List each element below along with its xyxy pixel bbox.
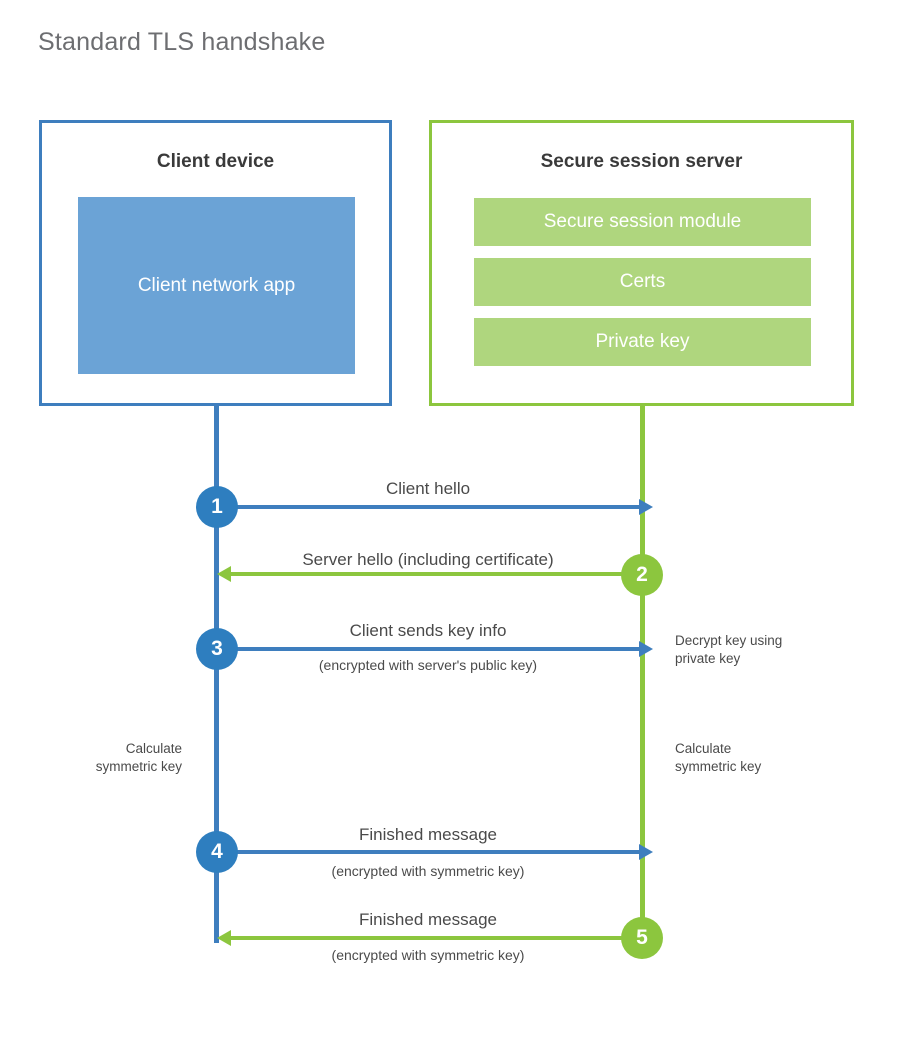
step-1-label: Client hello bbox=[385, 479, 471, 498]
step-1-arrow bbox=[216, 499, 653, 515]
step-4-sublabel: (encrypted with symmetric key) bbox=[331, 863, 525, 879]
server-component-private-key: Private key bbox=[474, 318, 811, 366]
secure-session-server-box: Secure session server Secure session mod… bbox=[429, 120, 854, 406]
server-lifeline bbox=[640, 406, 645, 943]
step-5-sublabel: (encrypted with symmetric key) bbox=[331, 947, 525, 963]
server-component-stack: Secure session module Certs Private key bbox=[474, 198, 811, 378]
client-network-app-block: Client network app bbox=[78, 197, 355, 374]
arrow-head-right-icon bbox=[639, 499, 653, 515]
arrow-head-right-icon bbox=[639, 844, 653, 860]
client-device-box: Client device Client network app bbox=[39, 120, 392, 406]
arrow-head-left-icon bbox=[217, 930, 231, 946]
annotation-decrypt-key: Decrypt key using private key bbox=[675, 633, 783, 667]
step-2-arrow bbox=[217, 566, 642, 582]
step-4-arrow bbox=[216, 844, 653, 860]
arrow-head-left-icon bbox=[217, 566, 231, 582]
step-1-marker: 1 bbox=[196, 486, 238, 528]
page-title: Standard TLS handshake bbox=[38, 28, 326, 56]
step-2-marker: 2 bbox=[621, 554, 663, 596]
step-3-sublabel: (encrypted with server's public key) bbox=[318, 657, 538, 673]
client-device-title: Client device bbox=[156, 151, 275, 172]
annotation-client-calculate-symmetric-key: Calculate symmetric key bbox=[95, 741, 182, 775]
step-4-label: Finished message bbox=[359, 825, 497, 844]
step-5-arrow bbox=[217, 930, 642, 946]
step-4-marker: 4 bbox=[196, 831, 238, 873]
server-component-certs: Certs bbox=[474, 258, 811, 306]
step-5-marker: 5 bbox=[621, 917, 663, 959]
step-3-marker: 3 bbox=[196, 628, 238, 670]
step-5-label: Finished message bbox=[359, 910, 497, 929]
step-2-label: Server hello (including certificate) bbox=[302, 550, 554, 569]
server-component-secure-session-module: Secure session module bbox=[474, 198, 811, 246]
annotation-server-calculate-symmetric-key: Calculate symmetric key bbox=[675, 741, 762, 775]
secure-session-server-title: Secure session server bbox=[540, 151, 743, 172]
client-lifeline bbox=[214, 406, 219, 943]
step-3-arrow bbox=[216, 641, 653, 657]
arrow-head-right-icon bbox=[639, 641, 653, 657]
step-3-label: Client sends key info bbox=[349, 621, 507, 640]
